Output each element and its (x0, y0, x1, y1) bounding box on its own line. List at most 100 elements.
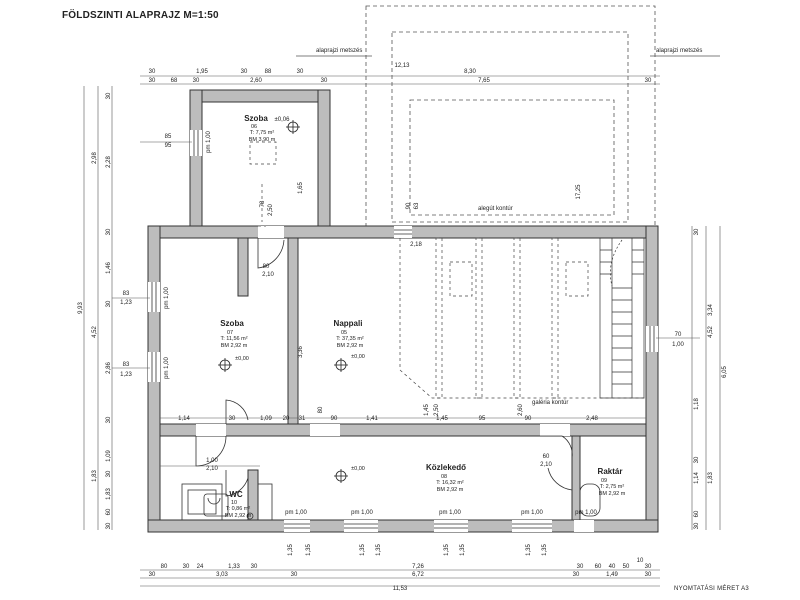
svg-text:1,14: 1,14 (178, 416, 190, 422)
svg-text:T: 0,86 m²: T: 0,86 m² (226, 506, 251, 512)
svg-text:83: 83 (123, 362, 130, 368)
svg-text:pm 1,00: pm 1,00 (351, 510, 373, 516)
svg-text:1,46: 1,46 (106, 262, 112, 274)
room-07-label: Szoba 07 T: 11,56 m² BM 2,92 m ±0,00 (220, 319, 249, 362)
pier-labels: 1,35 1,35 1,35 1,35 1,35 1,35 1,35 1,35 (288, 544, 548, 556)
svg-text:80: 80 (318, 406, 324, 413)
svg-text:1,35: 1,35 (306, 544, 312, 556)
svg-text:Szoba: Szoba (244, 114, 268, 123)
room-10-label: WC 10 T: 0,86 m² BM 2,92 m (225, 490, 252, 519)
svg-text:06: 06 (251, 124, 257, 130)
svg-text:T: 37,35 m²: T: 37,35 m² (336, 336, 364, 342)
gallery-contour (249, 141, 646, 399)
svg-text:2,28: 2,28 (106, 156, 112, 168)
svg-text:1,33: 1,33 (228, 564, 240, 570)
svg-text:T: 2,75 m²: T: 2,75 m² (600, 484, 625, 490)
svg-text:1,45: 1,45 (424, 404, 430, 416)
svg-text:05: 05 (341, 330, 347, 336)
svg-text:Szoba: Szoba (220, 319, 244, 328)
print-size-note: NYOMTATÁSI MÉRET A3 (674, 586, 750, 592)
svg-text:83: 83 (123, 291, 130, 297)
svg-text:60: 60 (543, 454, 550, 460)
door-swings (195, 238, 573, 497)
svg-text:T: 7,75 m²: T: 7,75 m² (250, 130, 275, 136)
svg-text:1,18: 1,18 (694, 398, 700, 410)
svg-text:30: 30 (149, 78, 156, 84)
svg-text:31: 31 (299, 416, 306, 422)
svg-text:BM 2,92 m: BM 2,92 m (221, 343, 248, 349)
svg-text:1,41: 1,41 (366, 416, 378, 422)
svg-text:90: 90 (406, 202, 412, 209)
svg-text:2,50: 2,50 (434, 404, 440, 416)
svg-text:95: 95 (479, 416, 486, 422)
svg-text:1,23: 1,23 (120, 300, 132, 306)
svg-text:09: 09 (601, 478, 607, 484)
room-09-label: Raktár 09 T: 2,75 m² BM 2,92 m (598, 467, 626, 497)
svg-text:BM 3,90 m: BM 3,90 m (249, 137, 276, 143)
svg-text:9,93: 9,93 (78, 302, 84, 314)
svg-text:30: 30 (106, 92, 112, 99)
svg-text:60: 60 (694, 510, 700, 517)
svg-text:alegút kontúr: alegút kontúr (478, 206, 513, 212)
svg-text:7,65: 7,65 (478, 78, 490, 84)
svg-text:30: 30 (694, 228, 700, 235)
svg-text:4,52: 4,52 (92, 326, 98, 338)
svg-text:1,83: 1,83 (106, 488, 112, 500)
svg-text:30: 30 (149, 572, 156, 578)
svg-text:30: 30 (193, 78, 200, 84)
parapet-labels: pm 1,00 pm 1,00 pm 1,00 pm 1,00 pm 1,00 … (164, 131, 597, 516)
svg-text:Raktár: Raktár (598, 467, 623, 476)
svg-text:2,10: 2,10 (540, 462, 552, 468)
upper-floor-outline (365, 5, 656, 231)
svg-text:1,35: 1,35 (526, 544, 532, 556)
svg-text:30: 30 (229, 416, 236, 422)
svg-text:1,83: 1,83 (92, 470, 98, 482)
svg-text:30: 30 (106, 416, 112, 423)
svg-text:BM 2,92 m: BM 2,92 m (337, 343, 364, 349)
svg-text:pm 1,00: pm 1,00 (575, 510, 597, 516)
svg-text:3,03: 3,03 (216, 572, 228, 578)
room-08-label: ±0,00 Közlekedő 08 T: 16,32 m² BM 2,92 m (351, 463, 466, 493)
svg-text:1,35: 1,35 (460, 544, 466, 556)
svg-text:30: 30 (645, 78, 652, 84)
svg-text:1,45: 1,45 (436, 416, 448, 422)
room-05-label: Nappali 05 T: 37,35 m² BM 2,92 m ±0,00 (334, 319, 365, 360)
svg-text:T: 16,32 m²: T: 16,32 m² (436, 480, 464, 486)
svg-text:80: 80 (161, 564, 168, 570)
svg-text:3,36: 3,36 (298, 346, 304, 358)
svg-text:pm 1,00: pm 1,00 (521, 510, 543, 516)
svg-text:4,52: 4,52 (708, 326, 714, 338)
svg-text:30: 30 (694, 522, 700, 529)
dims-left: 9,93 2,98 4,52 1,83 30 2,28 30 1,46 30 2… (78, 92, 172, 529)
svg-text:±0,00: ±0,00 (235, 356, 249, 362)
svg-text:12,13: 12,13 (394, 63, 410, 69)
svg-text:1,95: 1,95 (196, 69, 208, 75)
svg-text:1,23: 1,23 (120, 372, 132, 378)
svg-text:pm 1,00: pm 1,00 (164, 287, 170, 309)
svg-text:±0,06: ±0,06 (275, 117, 291, 123)
svg-text:30: 30 (251, 564, 258, 570)
svg-text:30: 30 (106, 522, 112, 529)
svg-text:galéria kontúr: galéria kontúr (532, 400, 568, 406)
dimension-lines (83, 75, 721, 587)
svg-text:30: 30 (577, 564, 584, 570)
svg-text:63: 63 (414, 202, 420, 209)
svg-text:68: 68 (171, 78, 178, 84)
svg-text:6,05: 6,05 (722, 366, 728, 378)
svg-text:95: 95 (165, 143, 172, 149)
svg-text:1,00: 1,00 (206, 458, 218, 464)
svg-text:alaprajzi metszés: alaprajzi metszés (656, 48, 702, 54)
drawing-title: FÖLDSZINTI ALAPRAJZ M=1:50 (62, 10, 219, 21)
svg-text:WC: WC (229, 490, 243, 499)
svg-text:Nappali: Nappali (334, 319, 363, 328)
svg-text:30: 30 (645, 564, 652, 570)
svg-text:±0,00: ±0,00 (351, 466, 365, 472)
svg-text:2,18: 2,18 (410, 242, 422, 248)
svg-text:2,60: 2,60 (518, 404, 524, 416)
svg-text:88: 88 (265, 69, 272, 75)
svg-text:1,09: 1,09 (106, 450, 112, 462)
staircase (599, 237, 645, 399)
svg-text:1,83: 1,83 (708, 472, 714, 484)
svg-text:1,65: 1,65 (298, 182, 304, 194)
